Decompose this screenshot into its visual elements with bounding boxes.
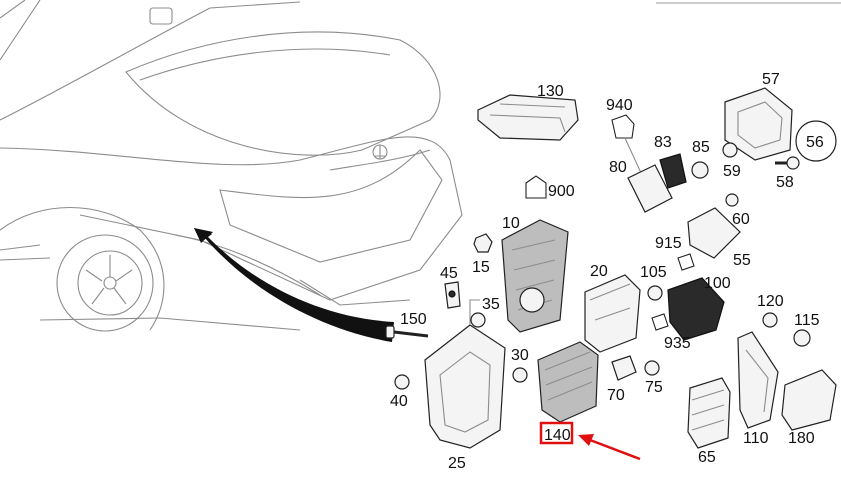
part-55-module <box>687 207 741 259</box>
part-100-module <box>667 277 725 341</box>
part-915-connector <box>677 253 695 271</box>
callout-100: 100 <box>704 275 731 292</box>
part-15-nut <box>473 233 493 253</box>
callout-25: 25 <box>448 455 466 472</box>
callout-140: 140 <box>544 427 571 444</box>
callout-15: 15 <box>472 259 490 276</box>
car-rear-outline <box>0 0 463 332</box>
callout-83: 83 <box>654 134 672 151</box>
part-30-nut <box>512 367 528 383</box>
callout-40: 40 <box>390 393 408 410</box>
part-58-bolt <box>775 156 800 170</box>
callout-55: 55 <box>733 252 751 269</box>
callout-60: 60 <box>732 211 750 228</box>
callout-45: 45 <box>440 265 458 282</box>
callout-59: 59 <box>723 163 741 180</box>
part-110-bracket <box>737 331 779 429</box>
part-940-connector <box>611 114 643 176</box>
part-120-nut <box>762 312 778 328</box>
callout-120: 120 <box>757 293 784 310</box>
location-arrow <box>194 228 394 342</box>
callout-10: 10 <box>502 215 520 232</box>
part-180-module <box>781 369 837 431</box>
part-65-control-unit <box>687 377 731 449</box>
part-59-washer <box>722 142 738 158</box>
part-935-connector <box>651 313 669 331</box>
callout-130: 130 <box>537 83 564 100</box>
part-10-control-unit <box>501 219 569 333</box>
part-105-grommet <box>647 285 663 301</box>
callout-20: 20 <box>590 263 608 280</box>
callout-900: 900 <box>548 183 575 200</box>
part-70-connector <box>611 355 637 381</box>
callout-915: 915 <box>655 235 682 252</box>
part-150-bolt <box>385 325 429 339</box>
highlight-box-140 <box>539 421 574 445</box>
part-57-cover <box>724 87 793 161</box>
part-20-module <box>584 274 641 353</box>
part-45-connector <box>444 281 461 309</box>
part-35-nut <box>470 312 486 328</box>
callout-935: 935 <box>664 335 691 352</box>
highlight-pointer-arrow <box>578 434 641 461</box>
part-900-connector <box>525 175 547 199</box>
callout-110: 110 <box>743 430 769 447</box>
part-25-bracket <box>424 299 506 449</box>
callout-35: 35 <box>482 296 500 313</box>
callout-115: 115 <box>794 312 820 329</box>
part-40-clip <box>394 374 410 390</box>
part-130-tray <box>477 94 579 141</box>
part-83-connector <box>659 153 687 189</box>
callout-80: 80 <box>609 159 627 176</box>
callout-57: 57 <box>762 71 780 88</box>
callout-30: 30 <box>511 347 529 364</box>
callout-75: 75 <box>645 379 663 396</box>
callout-70: 70 <box>607 387 625 404</box>
callout-56: 56 <box>806 134 824 151</box>
callout-85: 85 <box>692 139 710 156</box>
part-115-nut <box>793 329 811 347</box>
callout-940: 940 <box>606 97 633 114</box>
part-60-bolt <box>725 193 739 207</box>
callout-180: 180 <box>788 430 815 447</box>
part-140-control-unit <box>537 341 599 423</box>
callout-105: 105 <box>640 264 667 281</box>
part-85-grommet <box>691 161 709 179</box>
callout-150: 150 <box>400 311 427 328</box>
part-56-callout <box>795 120 837 162</box>
part-80-module <box>627 164 673 213</box>
part-75-nut <box>644 360 660 376</box>
callout-58: 58 <box>776 174 794 191</box>
callout-65: 65 <box>698 449 716 466</box>
